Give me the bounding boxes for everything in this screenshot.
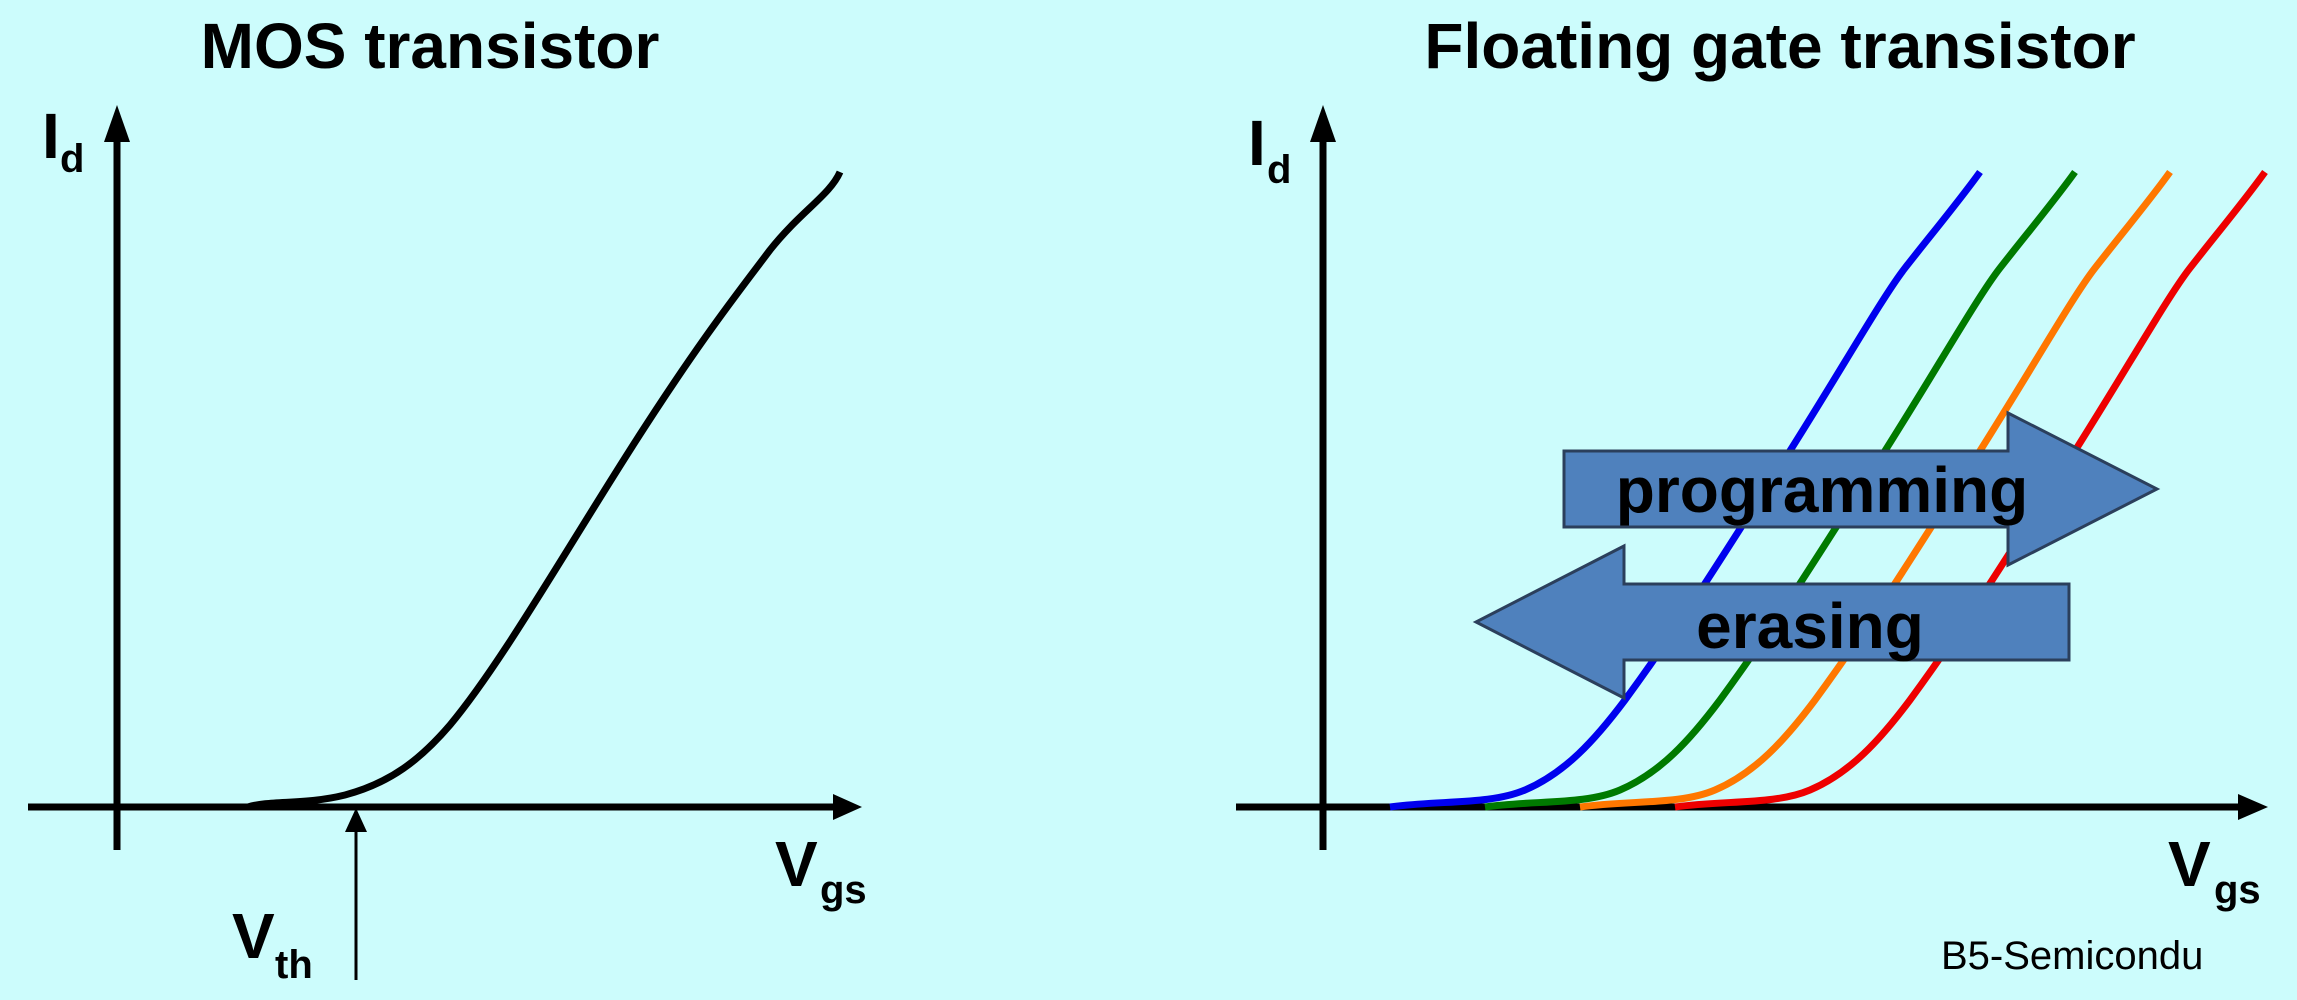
vth-label: V [232,900,275,972]
right-panel-title: Floating gate transistor [1424,10,2135,82]
left-panel: MOS transistor I d V gs V th [28,10,867,987]
vth-label-sub: th [275,943,313,987]
curve-family [1389,169,2268,811]
id-vgs-curve-2 [1484,169,2078,811]
right-y-axis-arrowhead [1310,105,1336,142]
left-x-label: V [775,828,818,900]
right-y-label-sub: d [1267,148,1291,192]
footer-text: B5-Semicondu [1941,934,2204,978]
programming-label: programming [1616,454,2028,526]
right-y-label: I [1248,107,1266,179]
id-vgs-curve-4 [1674,169,2268,811]
right-panel: Floating gate transistor programming era… [1236,10,2268,912]
programming-arrow [1562,410,2161,568]
id-vgs-curve-1 [1389,169,1983,811]
right-x-label: V [2168,828,2211,900]
vth-marker-arrowhead [345,808,367,832]
left-x-label-sub: gs [820,868,867,912]
left-id-vgs-curve [246,170,844,811]
right-x-axis-arrowhead [2238,794,2268,820]
id-vgs-curve-3 [1579,169,2173,811]
erasing-arrow [1472,543,2071,701]
erasing-label: erasing [1696,590,1924,662]
left-y-axis-arrowhead [104,105,130,142]
left-y-label: I [42,100,60,172]
left-panel-title: MOS transistor [201,10,660,82]
left-x-axis-arrowhead [833,794,862,820]
left-y-label-sub: d [60,137,84,181]
right-x-label-sub: gs [2214,868,2261,912]
